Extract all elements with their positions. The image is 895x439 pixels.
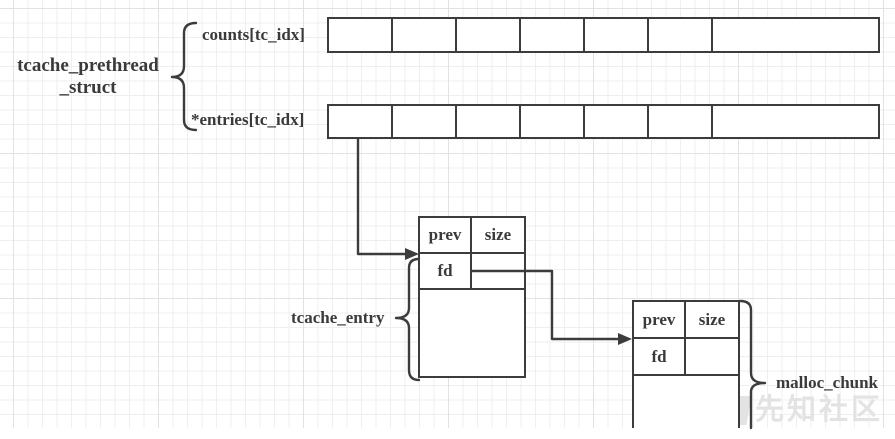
tcache-entry-label: tcache_entry	[291, 308, 385, 327]
malloc-chunk-label: malloc_chunk	[776, 373, 879, 392]
entries-array-cell	[521, 106, 585, 137]
watermark: 先知社区	[726, 394, 884, 426]
counts-array-cell	[585, 19, 649, 51]
malloc-chunk-box: prev size fd	[632, 300, 740, 428]
counts-array-cell	[649, 19, 713, 51]
counts-array-cell	[329, 19, 393, 51]
entries-array-cell-wide	[713, 106, 878, 137]
watermark-text: 先知社区	[755, 394, 884, 426]
counts-array-cell	[521, 19, 585, 51]
counts-array-cell-wide	[713, 19, 878, 51]
entries-array-cell	[393, 106, 457, 137]
entries-array-cell	[457, 106, 521, 137]
tcache-prethread-struct-label: tcache_prethread _struct	[4, 55, 172, 99]
chunk1-fd-pointer-cell	[472, 254, 524, 288]
chunk2-fd-cell: fd	[634, 339, 686, 374]
chunk1-header-row: prev size	[420, 218, 524, 254]
chunk1-fd-cell: fd	[420, 254, 472, 288]
chunk2-header-row: prev size	[634, 302, 738, 339]
tcache-chunk-box: prev size fd	[418, 216, 526, 378]
chunk2-size-cell: size	[698, 309, 726, 329]
entries-field-label: *entries[tc_idx]	[191, 110, 305, 129]
chunk2-fd-row: fd	[634, 339, 738, 376]
counts-array	[327, 17, 880, 53]
counts-array-cell	[393, 19, 457, 51]
struct-label-line2: _struct	[59, 77, 117, 98]
counts-array-cell	[457, 19, 521, 51]
entries-array	[327, 104, 880, 139]
chunk2-prev-cell: prev	[634, 302, 686, 337]
chunk1-size-cell: size	[484, 225, 512, 244]
entries-array-cell	[649, 106, 713, 137]
entries-array-cell	[329, 106, 393, 137]
entries-array-cell	[585, 106, 649, 137]
chunk1-prev-cell: prev	[420, 218, 472, 252]
chunk2-empty-cell	[686, 339, 738, 374]
chunk1-fd-row: fd	[420, 254, 524, 290]
struct-label-line1: tcache_prethread	[17, 55, 159, 76]
counts-field-label: counts[tc_idx]	[202, 25, 305, 44]
